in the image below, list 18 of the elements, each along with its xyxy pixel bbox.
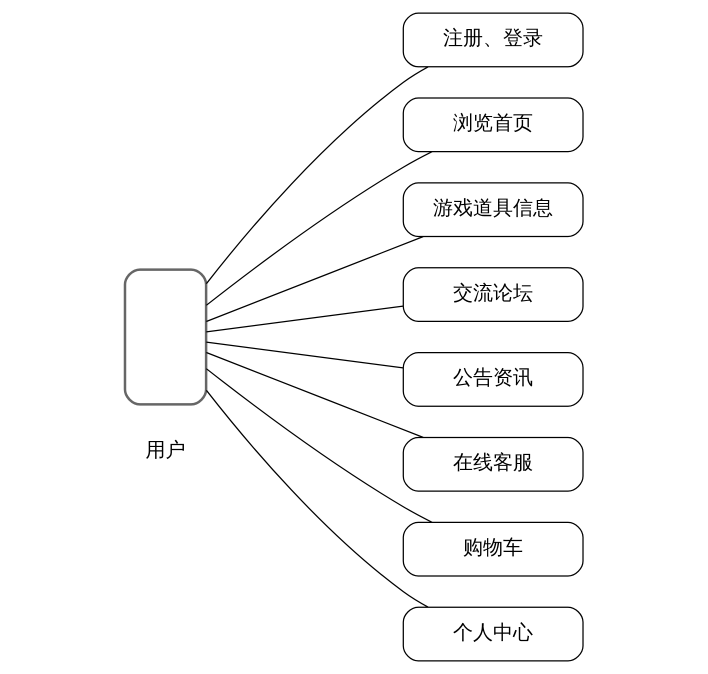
connector	[206, 151, 432, 306]
node-box: 浏览首页	[402, 97, 584, 152]
node-box: 公告资讯	[402, 352, 584, 407]
connector	[206, 342, 404, 368]
connector	[206, 66, 429, 284]
node-person	[124, 268, 208, 406]
node-label: 用户	[146, 438, 186, 462]
node-box: 个人中心	[402, 606, 584, 662]
node-box: 购物车	[402, 522, 584, 577]
node-box: 注册、登录	[402, 12, 584, 68]
node-box: 在线客服	[402, 436, 584, 492]
connector	[206, 306, 404, 332]
connector	[206, 368, 432, 523]
node-box: 交流论坛	[402, 267, 584, 322]
connector	[206, 352, 424, 438]
connector	[206, 390, 429, 608]
node-box: 游戏道具信息	[402, 182, 584, 238]
connector	[206, 236, 424, 322]
